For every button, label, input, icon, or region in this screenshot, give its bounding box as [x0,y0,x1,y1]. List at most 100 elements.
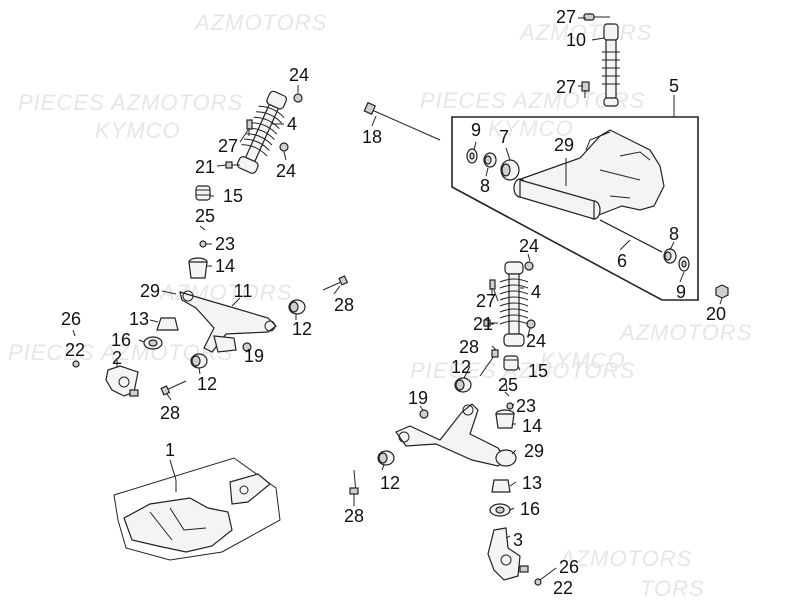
callout-15: 15 [223,186,243,206]
callout-13: 13 [522,473,542,493]
left-shock-absorber [236,90,288,174]
watermark-azmotors-top: AZMOTORS [518,20,652,45]
callout-18: 18 [362,127,382,147]
swing-arm-spacer-7 [500,159,520,181]
leader-18 [371,115,377,127]
callout-28: 28 [334,295,354,315]
right-bushing-15 [503,355,519,371]
callout-16: 16 [111,330,131,350]
left-nut-19 [242,342,252,352]
watermark-azmotors-bottom: AZMOTORS [558,546,692,571]
callout-8: 8 [669,224,679,244]
watermark-azmotors-mid: AZMOTORS [158,280,292,305]
right-bolt-28-upper [479,349,499,377]
right-bolt-21 [483,319,498,327]
left-ball-joint-14 [188,257,208,279]
callout-6: 6 [617,251,627,271]
right-bushing-12-upper [454,377,472,393]
right-boot-13 [491,479,511,493]
callout-22: 22 [65,340,85,360]
watermark-azmotors-top-left: AZMOTORS [193,10,327,35]
callout-24: 24 [519,236,539,256]
watermark-layer: PIECES AZMOTORS KYMCO PIECES AZMOTORS AZ… [8,10,751,600]
callout-29: 29 [554,135,574,155]
skid-plate-1 [113,457,281,561]
left-bushing-12-upper [288,299,306,315]
callout-14: 14 [215,256,235,276]
callout-24: 24 [276,161,296,181]
callout-27: 27 [476,291,496,311]
left-a-arm-11 [179,290,277,353]
right-a-arm [395,403,517,467]
swing-arm-shaft-6 [599,219,663,253]
left-bearing-16 [143,336,163,350]
callout-9: 9 [676,282,686,302]
callout-20: 20 [706,304,726,324]
right-leaders [353,253,557,581]
left-bolt-28-upper [322,275,349,291]
callout-14: 14 [522,416,542,436]
swing-arm-washer-9-right [678,256,690,272]
callout-12: 12 [380,473,400,493]
left-bushing-12-lower [190,353,208,369]
callout-24: 24 [289,65,309,85]
left-leaders [72,85,341,492]
right-bushing-12-lower [377,450,395,466]
watermark-pieces-left: PIECES AZMOTORS [18,90,243,115]
callout-28: 28 [459,337,479,357]
callout-27: 27 [556,7,576,27]
callout-13: 13 [129,309,149,329]
callout-7: 7 [499,127,509,147]
callout-19: 19 [244,346,264,366]
right-steering-knuckle-3 [487,527,529,581]
right-bolt-27 [489,279,496,296]
left-boot-13 [156,317,179,331]
watermark-kymco-right: KYMCO [488,116,574,141]
callout-26: 26 [61,309,81,329]
callout-25: 25 [195,206,215,226]
callout-27: 27 [218,136,238,156]
callout-12: 12 [451,357,471,377]
leader-10 [591,37,605,41]
callout-1: 1 [165,440,175,460]
top-shock-absorber-10 [583,13,620,107]
callout-3: 3 [513,530,523,550]
callout-24: 24 [526,331,546,351]
callout-21: 21 [195,157,215,177]
callout-16: 16 [520,499,540,519]
callout-21: 21 [473,314,493,334]
swing-arm-washer-9-left [466,148,478,164]
swing-arm-29 [513,129,665,220]
right-nut-23 [506,402,514,410]
callout-15: 15 [528,361,548,381]
callout-2: 2 [112,348,122,368]
callout-9: 9 [471,120,481,140]
left-bushing-15 [195,185,211,201]
callout-28: 28 [344,506,364,526]
right-nut-22 [534,578,542,586]
right-nut-24-top [524,261,534,271]
callout-labels: 24 27 4 21 24 15 25 23 14 29 11 28 12 13… [61,7,726,598]
right-ball-joint-14 [495,409,515,429]
callout-19: 19 [408,388,428,408]
nut-20 [715,284,729,299]
callout-29: 29 [140,281,160,301]
callout-4: 4 [287,114,297,134]
callout-10: 10 [566,30,586,50]
left-bolt-28-lower [160,380,187,396]
right-nut-24-bottom [526,319,536,329]
swing-arm-bushing-8-right [663,248,677,264]
right-bolt-28-lower [349,469,359,495]
callout-23: 23 [516,396,536,416]
callout-27: 27 [556,77,576,97]
callout-4: 4 [531,282,541,302]
right-nut-19 [419,409,429,419]
swing-arm-leaders [473,141,723,305]
left-steering-knuckle-2 [105,365,139,397]
callout-5: 5 [669,76,679,96]
callout-29: 29 [524,441,544,461]
watermark-tors-bottom: TORS [640,576,705,600]
callout-26: 26 [559,557,579,577]
